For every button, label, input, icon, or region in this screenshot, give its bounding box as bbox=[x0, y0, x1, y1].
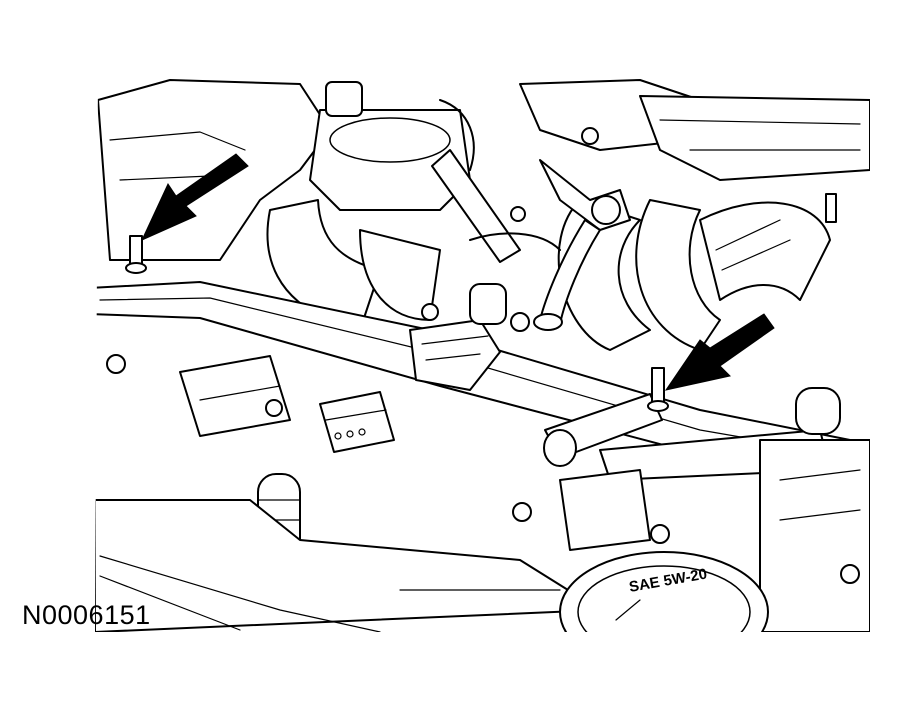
fuel-pressure-sensor bbox=[409, 283, 507, 391]
valve-cover bbox=[95, 439, 870, 632]
intake-runners bbox=[266, 199, 831, 351]
left-stud-arrow bbox=[140, 153, 249, 241]
injector-connectors bbox=[179, 355, 651, 551]
figure-reference-id: N0006151 bbox=[22, 600, 151, 630]
engine-drawing: SAE 5W-20 bbox=[95, 79, 870, 632]
mounting-studs bbox=[125, 193, 837, 412]
right-stud-arrow bbox=[664, 313, 775, 391]
bolt-heads bbox=[106, 127, 860, 584]
vacuum-hoses bbox=[469, 159, 631, 331]
oil-filler-cap bbox=[559, 551, 769, 632]
